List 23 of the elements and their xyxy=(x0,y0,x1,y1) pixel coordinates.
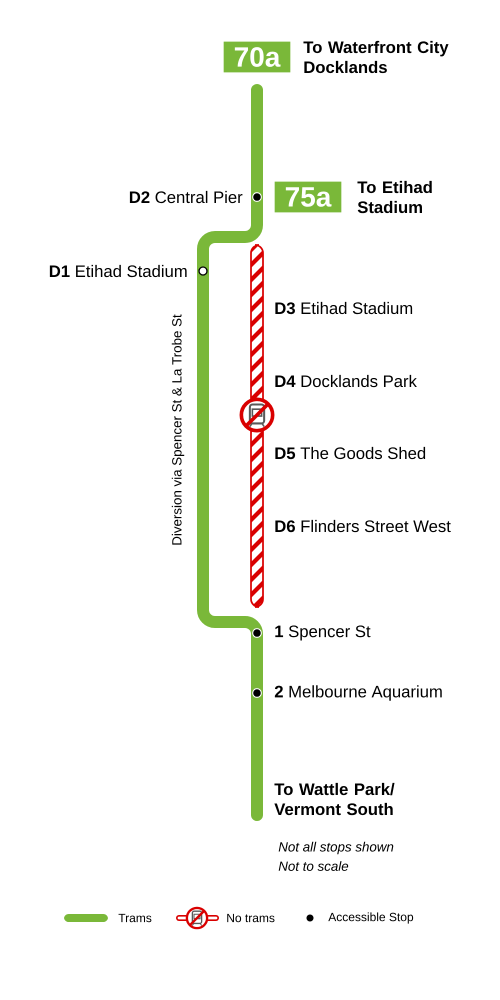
stop-label: D5 The Goods Shed xyxy=(275,446,426,460)
note: Not to scale xyxy=(278,861,348,871)
legend-label: No trams xyxy=(227,914,274,922)
destination-label: To Waterfront City Docklands xyxy=(303,40,449,74)
note: Not all stops shown xyxy=(278,842,394,854)
destination-label: To Etihad Stadium xyxy=(357,180,432,214)
route-badge: 70a xyxy=(224,42,290,72)
stop-label: D2 Central Pier xyxy=(130,190,242,204)
stop-marker xyxy=(252,628,262,638)
destination-label: To Wattle Park/ Vermont South xyxy=(274,782,394,816)
legend-label: Accessible Stop xyxy=(328,912,414,924)
route-badge: 75a xyxy=(274,182,342,212)
stop-label: D4 Docklands Park xyxy=(275,374,417,388)
stop-label: D6 Flinders Street West xyxy=(275,520,451,532)
stop-marker xyxy=(252,688,262,698)
stop-marker xyxy=(252,192,262,202)
diversion-label: Diversion via Spencer St & La Trobe St xyxy=(172,314,184,545)
legend-label: Trams xyxy=(118,914,152,922)
stop-label: 1 Spencer St xyxy=(275,625,370,641)
stop-label: D1 Etihad Stadium xyxy=(50,264,187,278)
stop-label: 2 Melbourne Aquarium xyxy=(274,685,442,701)
stop-marker xyxy=(198,266,208,276)
stop-label: D3 Etihad Stadium xyxy=(275,302,412,314)
